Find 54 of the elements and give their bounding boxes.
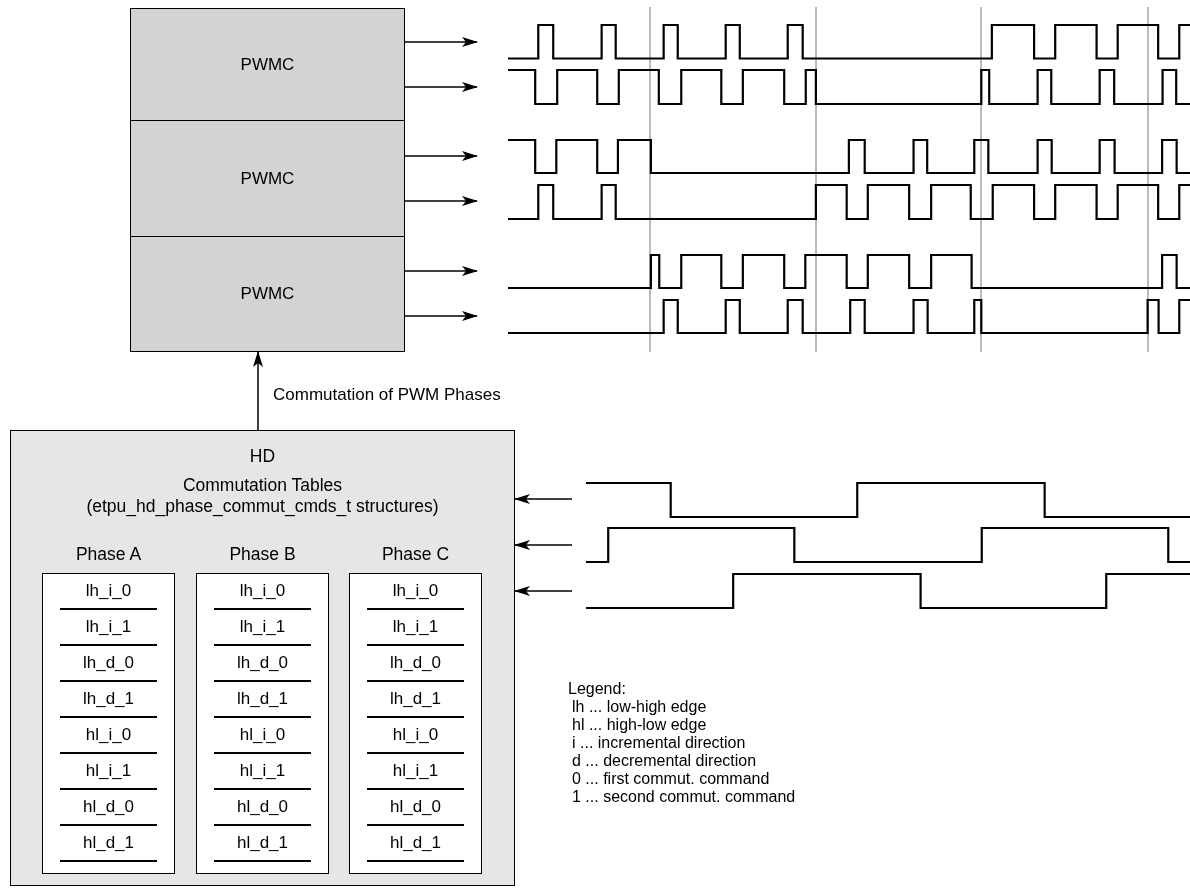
- table-entry: hl_d_1: [214, 826, 311, 862]
- legend-entry: hl ... high-low edge: [572, 716, 707, 734]
- table-entry: hl_i_0: [214, 718, 311, 754]
- legend-entry: d ... decremental direction: [572, 752, 757, 770]
- table-entry: hl_i_0: [367, 718, 464, 754]
- arrow: [404, 151, 478, 161]
- table-entry: hl_i_1: [214, 754, 311, 790]
- table-entry: lh_d_0: [60, 646, 157, 682]
- arrow: [514, 586, 573, 596]
- table-entry: lh_d_1: [214, 682, 311, 718]
- arrow: [404, 196, 478, 206]
- legend-entry: i ... incremental direction: [572, 734, 746, 752]
- table-entry: lh_i_1: [367, 610, 464, 646]
- arrow: [404, 266, 478, 276]
- module-box: [130, 120, 405, 237]
- table-entry: lh_d_1: [60, 682, 157, 718]
- table-entry: lh_i_1: [214, 610, 311, 646]
- module-label: PWMC: [240, 168, 295, 189]
- arrow: [514, 540, 573, 550]
- arrow: [404, 82, 478, 92]
- table-entry: lh_d_0: [367, 646, 464, 682]
- table-entry: lh_i_0: [60, 574, 157, 610]
- column-heading: Phase A: [74, 543, 143, 566]
- module-label: PWMC: [240, 284, 295, 304]
- legend-entry: 0 ... first commut. command: [572, 770, 770, 788]
- table-entry: lh_i_1: [60, 610, 157, 646]
- edge-label: Commutation of PWM Phases: [273, 385, 501, 405]
- module-box: [130, 236, 405, 352]
- legend-title: Legend:: [568, 680, 626, 698]
- legend-entry: lh ... low-high edge: [572, 698, 707, 716]
- arrow: [404, 311, 478, 321]
- table-entry: lh_i_0: [214, 574, 311, 610]
- panel-box: [10, 430, 515, 886]
- arrow: [253, 351, 263, 431]
- table-entry: lh_d_0: [214, 646, 311, 682]
- column-heading: Phase C: [380, 543, 451, 566]
- arrow: [514, 494, 573, 504]
- module-label: PWMC: [240, 54, 295, 75]
- table-entry: hl_d_1: [367, 826, 464, 862]
- arrow: [404, 37, 478, 47]
- legend-entry: 1 ... second commut. command: [572, 788, 796, 806]
- panel-title: HD: [248, 446, 277, 467]
- table-entry: hl_d_0: [60, 790, 157, 826]
- module-box: [130, 8, 405, 121]
- table-entry: hl_d_0: [214, 790, 311, 826]
- table-entry: hl_d_1: [60, 826, 157, 862]
- table-entry: hl_i_1: [60, 754, 157, 790]
- table-entry: hl_i_0: [60, 718, 157, 754]
- table-entry: lh_d_1: [367, 682, 464, 718]
- table-entry: hl_i_1: [367, 754, 464, 790]
- column-heading: Phase B: [228, 543, 297, 566]
- table-entry: hl_d_0: [367, 790, 464, 826]
- table-entry: lh_i_0: [367, 574, 464, 610]
- panel-subtitle: Commutation Tables (etpu_hd_phase_commut_cmds_t structures): [85, 475, 440, 517]
